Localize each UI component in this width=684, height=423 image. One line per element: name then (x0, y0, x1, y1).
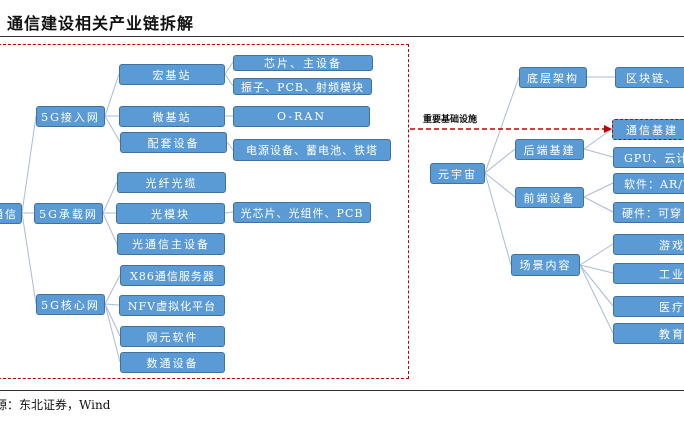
node-telecom-infra-highlight: 通信基建 (612, 119, 684, 140)
node-5g-core: 5G核心网 (36, 294, 105, 315)
node-datacom-equipment: 数通设备 (120, 352, 225, 373)
node-fiber-cable: 光纤光缆 (117, 172, 226, 193)
node-optical-main-equipment: 光通信主设备 (117, 233, 225, 255)
node-frontend-devices: 前端设备 (515, 187, 584, 208)
arrow-label: 重要基础设施 (423, 115, 478, 125)
node-scenario-content: 场景内容 (511, 254, 580, 276)
node-healthcare: 医疗 (613, 296, 684, 317)
node-optical-chip-component-pcb: 光芯片、光组件、PCB (233, 202, 371, 223)
node-hardware-wearables: 硬件：可穿 (613, 202, 684, 223)
node-metaverse-root: 元宇宙 (430, 163, 485, 184)
node-telecom-root: 通信 (0, 203, 22, 224)
node-macro-station: 宏基站 (119, 64, 225, 85)
node-gaming: 游戏 (613, 234, 684, 255)
source-divider (0, 390, 684, 391)
node-oran: O-RAN (233, 106, 370, 127)
node-power-battery-tower: 电源设备、蓄电池、铁塔 (233, 139, 391, 161)
node-antenna-pcb-rf: 振子、PCB、射频模块 (233, 78, 372, 95)
node-gpu-cloud: GPU、云计 (613, 147, 684, 168)
title-divider (0, 36, 684, 37)
node-network-element-software: 网元软件 (120, 326, 225, 347)
node-5g-access: 5G接入网 (36, 106, 105, 127)
node-micro-station: 微基站 (119, 106, 225, 127)
node-industry: 工业 (613, 263, 684, 284)
node-nfv-platform: NFV虚拟化平台 (119, 295, 225, 316)
page-title: 通信建设相关产业链拆解 (7, 14, 195, 33)
node-infrastructure-layer: 底层架构 (519, 67, 587, 88)
node-chip-main-equipment: 芯片、主设备 (233, 55, 373, 71)
node-optical-module: 光模块 (116, 203, 225, 224)
source-note: 源：东北证券，Wind (0, 398, 111, 412)
node-backend-infra: 后端基建 (515, 139, 584, 160)
telecom-dashed-frame (0, 44, 409, 379)
node-x86-server: X86通信服务器 (120, 265, 225, 286)
node-education: 教育 (613, 323, 684, 344)
node-5g-transport: 5G承载网 (34, 203, 103, 224)
arrow-head (604, 125, 612, 133)
node-software-ar-vr: 软件：AR/V (613, 173, 684, 194)
node-support-equipment: 配套设备 (120, 132, 227, 153)
node-blockchain: 区块链、 (615, 67, 684, 88)
